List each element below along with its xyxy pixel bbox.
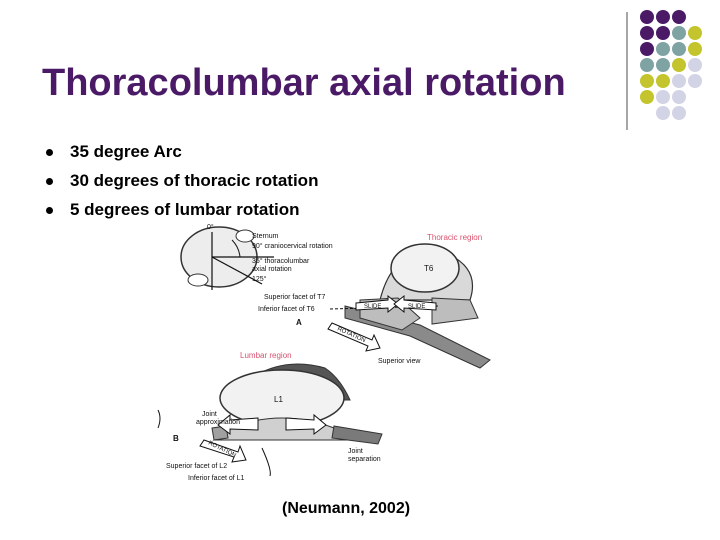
- label-craniocervical: 90° craniocervical rotation: [252, 242, 333, 250]
- decor-dot: [672, 26, 686, 40]
- decor-dot: [656, 10, 670, 24]
- decor-dot: [688, 58, 702, 72]
- decor-dot: [656, 106, 670, 120]
- decor-dot: [672, 90, 686, 104]
- rotation-diagram: 0° Sternum 90° craniocervical rotation 3…: [180, 223, 333, 290]
- label-thoracolumbar-2: axial rotation: [252, 266, 292, 273]
- decor-dot: [640, 74, 654, 88]
- label-t6: T6: [424, 264, 434, 273]
- label-slide-right: SLIDE: [408, 304, 425, 310]
- label-superior-facet-t7: Superior facet of T7: [264, 294, 325, 301]
- decor-dot: [656, 90, 670, 104]
- decor-dot: [656, 42, 670, 56]
- label-superior-facet-l2: Superior facet of L2: [166, 463, 227, 470]
- bullet-item: 30 degrees of thoracic rotation: [46, 171, 318, 200]
- decor-dot: [688, 74, 702, 88]
- thoracic-region-title: Thoracic region: [427, 233, 482, 242]
- label-superior-view: Superior view: [378, 358, 421, 365]
- label-joint-approximation-2: approximation: [196, 419, 240, 426]
- panel-label-b: B: [173, 434, 179, 443]
- label-thoracolumbar-1: 35° thoracolumbar: [252, 257, 310, 265]
- slide-title: Thoracolumbar axial rotation: [42, 62, 566, 104]
- decor-dot: [640, 58, 654, 72]
- decor-dot: [672, 42, 686, 56]
- decor-dot: [688, 26, 702, 40]
- decor-dot: [672, 106, 686, 120]
- decor-dot: [688, 42, 702, 56]
- label-angle-125: 125°: [252, 275, 267, 283]
- label-joint-separation-1: Joint: [348, 448, 363, 455]
- citation: (Neumann, 2002): [282, 500, 411, 517]
- panel-label-a: A: [296, 318, 302, 327]
- label-angle-0: 0°: [207, 223, 214, 231]
- bullet-list: 35 degree Arc 30 degrees of thoracic rot…: [46, 142, 318, 229]
- decor-dot: [640, 10, 654, 24]
- decor-dot: [656, 26, 670, 40]
- decor-dot: [656, 74, 670, 88]
- decor-dot: [640, 26, 654, 40]
- decor-dot: [656, 58, 670, 72]
- lumbar-vertebra-illustration: Lumbar region L1 Joint approximation Joi…: [157, 351, 383, 482]
- label-joint-separation-2: separation: [348, 456, 381, 463]
- label-slide-left: SLIDE: [364, 304, 381, 310]
- label-inferior-facet-l1: Inferior facet of L1: [188, 475, 245, 482]
- bullet-item: 35 degree Arc: [46, 142, 318, 171]
- label-joint-approximation-1: Joint: [202, 411, 217, 418]
- label-inferior-facet-t6: Inferior facet of T6: [258, 306, 315, 313]
- decor-dot: [672, 10, 686, 24]
- divider-line: [626, 12, 628, 130]
- decor-dot: [672, 74, 686, 88]
- decor-dot: [672, 58, 686, 72]
- bullet-item: 5 degrees of lumbar rotation: [46, 200, 318, 229]
- decor-dot: [640, 42, 654, 56]
- lumbar-region-title: Lumbar region: [240, 351, 292, 360]
- label-l1: L1: [274, 395, 283, 404]
- label-sternum: Sternum: [252, 233, 279, 240]
- thoracic-vertebra-illustration: Thoracic region T6 Superior facet of T7 …: [258, 233, 491, 369]
- decor-dot: [640, 90, 654, 104]
